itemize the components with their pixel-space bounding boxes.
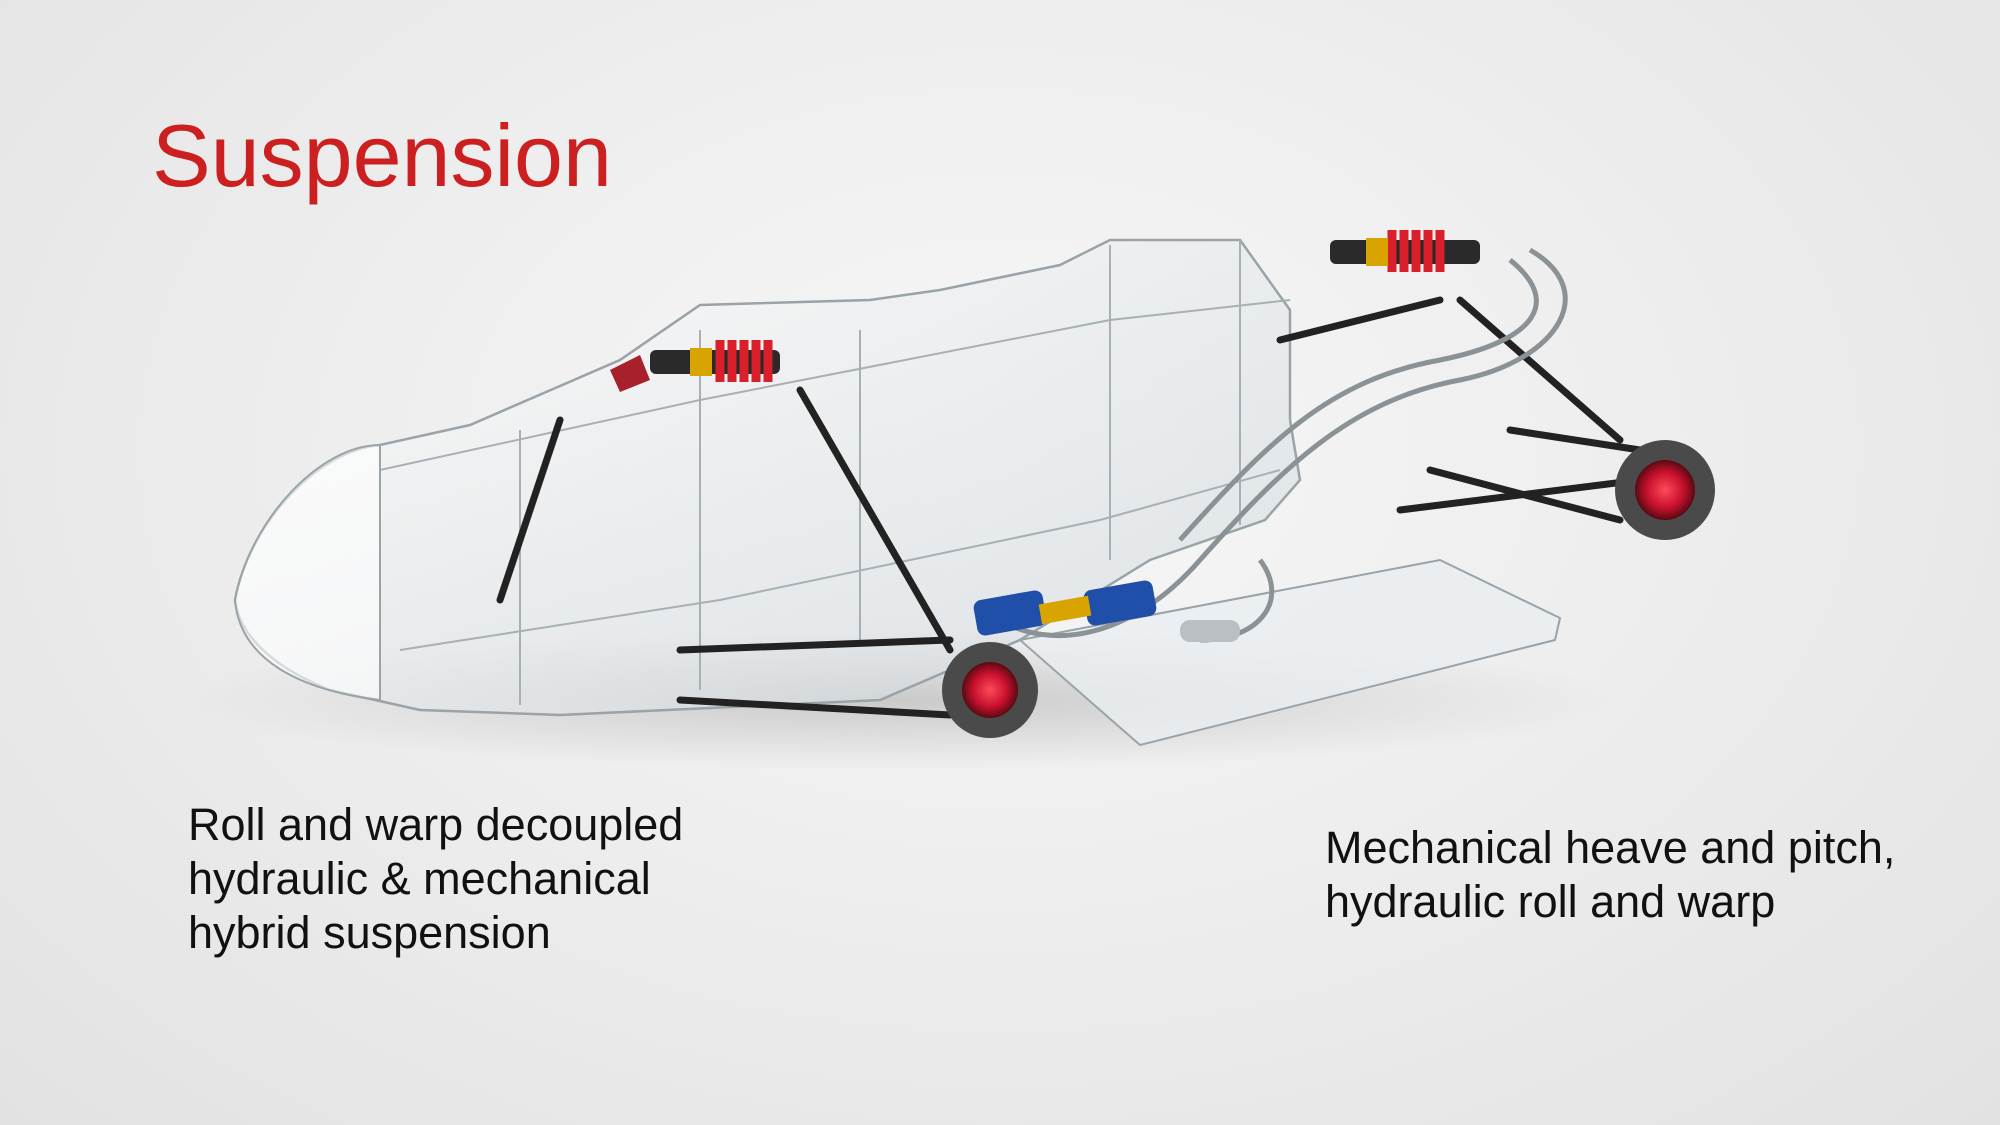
- front-wheel-hub: [942, 642, 1038, 738]
- slide-title: Suspension: [152, 106, 612, 205]
- suspension-rods: [496, 296, 1644, 719]
- caption-left-line-1: Roll and warp decoupled: [188, 799, 684, 850]
- caption-right-line-1: Mechanical heave and pitch,: [1325, 822, 1896, 873]
- hydraulic-actuators: [973, 580, 1240, 642]
- caption-left: Roll and warp decoupled hydraulic & mech…: [188, 798, 808, 960]
- nose-cone: [233, 443, 381, 702]
- caption-left-line-3: hybrid suspension: [188, 907, 551, 958]
- caption-right: Mechanical heave and pitch, hydraulic ro…: [1325, 821, 1985, 929]
- rear-spring-damper: [1330, 230, 1480, 272]
- front-spring-damper: [610, 340, 780, 392]
- floor-plate: [1017, 558, 1562, 747]
- caption-left-line-2: hydraulic & mechanical: [188, 853, 651, 904]
- caption-right-line-2: hydraulic roll and warp: [1325, 876, 1776, 927]
- rear-wheel-hub: [1615, 440, 1715, 540]
